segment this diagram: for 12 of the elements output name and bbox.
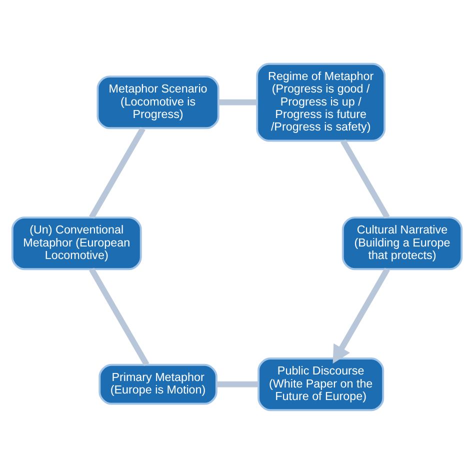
arrow	[332, 268, 390, 364]
node-box: Cultural Narrative (Building a Europe that protects)	[342, 216, 463, 270]
connector	[340, 139, 390, 219]
node-box: Primary Metaphor (Europe is Motion)	[98, 364, 218, 405]
connector	[89, 268, 150, 366]
node-box: Metaphor Scenario (Locomotive is Progress)	[96, 76, 220, 130]
connector	[218, 99, 257, 106]
connector	[89, 127, 146, 219]
node-box: Public Discourse (White Paper on the Future of Europe)	[258, 358, 384, 412]
node-box: Regime of Metaphor (Progress is good / Progress is up / Progress is future /Progress is safety)	[256, 62, 386, 142]
connector	[216, 381, 258, 388]
node-box: (Un) Conventional Metaphor (European Locomotive)	[11, 216, 142, 270]
